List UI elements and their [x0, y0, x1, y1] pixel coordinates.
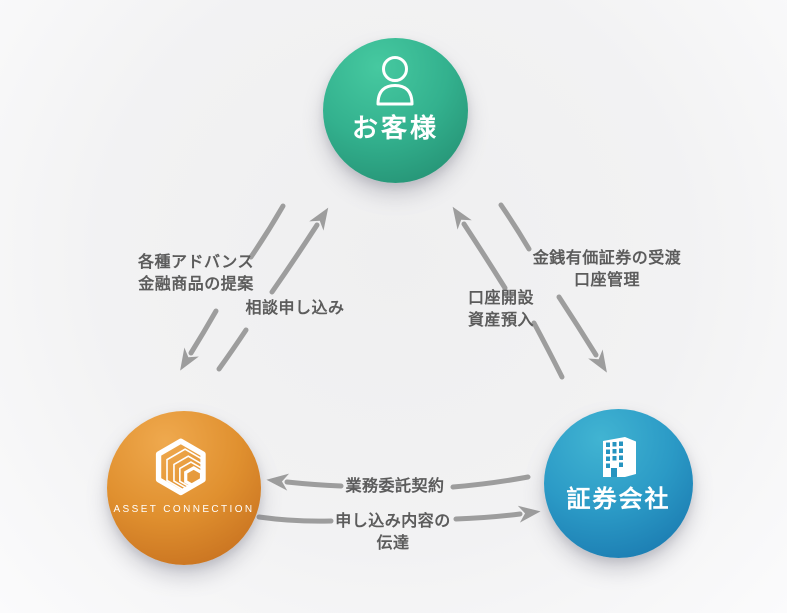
node-asset-connection-label: ASSET CONNECTION [113, 504, 255, 515]
edge-label-proposal: 各種アドバンス 金融商品の提案 [138, 254, 254, 293]
node-securities-label: 証券会社 [566, 485, 671, 513]
person-icon [376, 55, 414, 105]
node-asset-connection-content: ASSET CONNECTION [113, 438, 254, 516]
edge-label-consultation: 相談申し込み [245, 300, 345, 317]
hexagon-spiral-logo-icon [155, 438, 206, 496]
edge-label-relay: 申し込み内容の 伝達 [335, 513, 451, 552]
edge-label-outsourcing: 業務委託契約 [345, 478, 445, 495]
node-customer: お客様 [323, 38, 468, 183]
building-icon [602, 436, 636, 477]
arrow-asset-connection-to-customer [216, 207, 329, 372]
edge-label-delivery: 金銭有価証券の受渡 口座管理 [532, 250, 682, 289]
node-securities: 証券会社 [544, 409, 693, 558]
node-customer-label: お客様 [351, 112, 439, 143]
node-asset-connection: ASSET CONNECTION [107, 411, 261, 565]
edge-label-deposit: 口座開設 資産預入 [467, 290, 535, 329]
node-customer-content: お客様 [352, 54, 439, 142]
node-securities-content: 証券会社 [567, 434, 671, 514]
